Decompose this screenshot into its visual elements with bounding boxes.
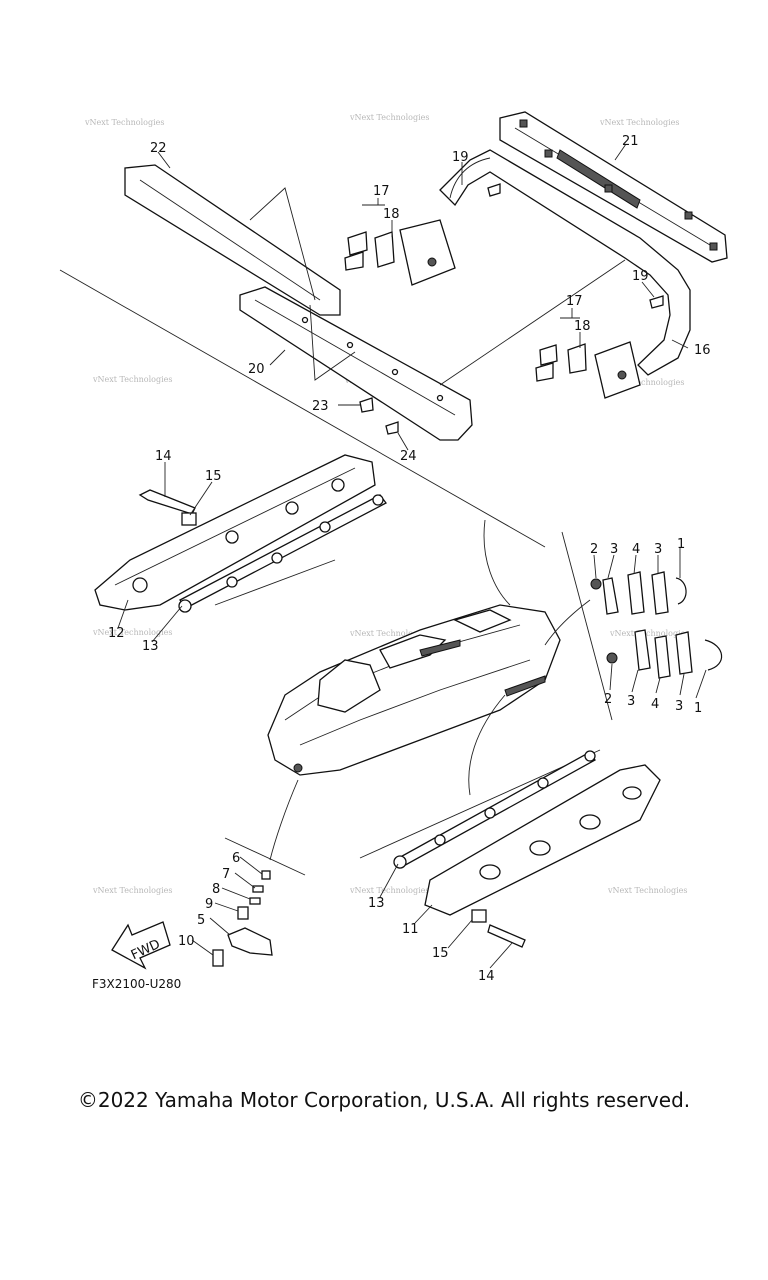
callout-18: 18 [574, 319, 591, 334]
watermark: vNext Technologies [604, 378, 684, 387]
callout-19: 19 [452, 150, 469, 165]
watermarks: vNext Technologies vNext Technologies vN… [84, 113, 689, 895]
callout-3: 3 [654, 542, 662, 557]
callout-7: 7 [222, 867, 230, 882]
part-14-15-left [138, 489, 197, 526]
callout-10: 10 [178, 934, 195, 949]
jetski-hull [267, 604, 561, 776]
fwd-arrow-icon: FWD [111, 921, 171, 970]
watermark: vNext Technologies [609, 629, 689, 638]
callout-5: 5 [197, 913, 205, 928]
shackle-group-lower [606, 629, 723, 679]
watermark: vNext Technologies [92, 628, 172, 637]
part-11-right-rail [393, 750, 661, 916]
callout-15: 15 [432, 946, 449, 961]
callout-17: 17 [373, 184, 390, 199]
callout-2: 2 [590, 542, 598, 557]
callout-15: 15 [205, 469, 222, 484]
watermark: vNext Technologies [92, 886, 172, 895]
watermark: vNext Technologies [84, 118, 164, 127]
callout-13: 13 [142, 639, 159, 654]
callout-1: 1 [694, 701, 702, 716]
callout-18: 18 [383, 207, 400, 222]
bolts-23-24 [359, 397, 399, 435]
callout-6: 6 [232, 851, 240, 866]
tow-eye-assembly [212, 870, 273, 967]
callout-17: 17 [566, 294, 583, 309]
watermark: vNext Technologies [599, 118, 679, 127]
watermark: vNext Technologies [92, 375, 172, 384]
part-16-handle-tube [439, 149, 691, 386]
callout-21: 21 [622, 134, 639, 149]
part-12-left-rail [94, 454, 387, 613]
callout-16: 16 [694, 343, 711, 358]
bracket-upper [344, 183, 501, 286]
watermark: vNext Technologies [607, 886, 687, 895]
callout-12: 12 [108, 626, 125, 641]
callout-1: 1 [677, 537, 685, 552]
callout-8: 8 [212, 882, 220, 897]
diagram-code: F3X2100-U280 [92, 977, 181, 991]
callout-4: 4 [632, 542, 640, 557]
bracket-lower [535, 295, 664, 399]
watermark: vNext Technologies [349, 113, 429, 122]
callout-11: 11 [402, 922, 419, 937]
callout-14: 14 [155, 449, 172, 464]
callout-3: 3 [627, 694, 635, 709]
part-14-15-right [471, 909, 526, 948]
copyright-notice: ©2022 Yamaha Motor Corporation, U.S.A. A… [77, 1088, 691, 1112]
callout-24: 24 [400, 449, 417, 464]
part-22-cover [124, 164, 341, 316]
callout-20: 20 [248, 362, 265, 377]
callout-3: 3 [675, 699, 683, 714]
callouts: 22 21 19 17 18 19 17 18 16 20 23 24 14 1… [108, 134, 711, 984]
watermark: vNext Technologies [349, 629, 429, 638]
part-21-rear-pad [499, 111, 728, 263]
callout-9: 9 [205, 897, 213, 912]
callout-23: 23 [312, 399, 329, 414]
shackle-group-upper [590, 571, 687, 615]
hull-pointer-lines [269, 519, 591, 861]
callout-3: 3 [610, 542, 618, 557]
callout-19: 19 [632, 269, 649, 284]
callout-13: 13 [368, 896, 385, 911]
part-20-grip [239, 286, 473, 441]
callout-2: 2 [604, 692, 612, 707]
callout-22: 22 [150, 141, 167, 156]
leader-lines [117, 143, 707, 969]
callout-4: 4 [651, 697, 659, 712]
watermark: vNext Technologies [349, 886, 429, 895]
callout-14: 14 [478, 969, 495, 984]
